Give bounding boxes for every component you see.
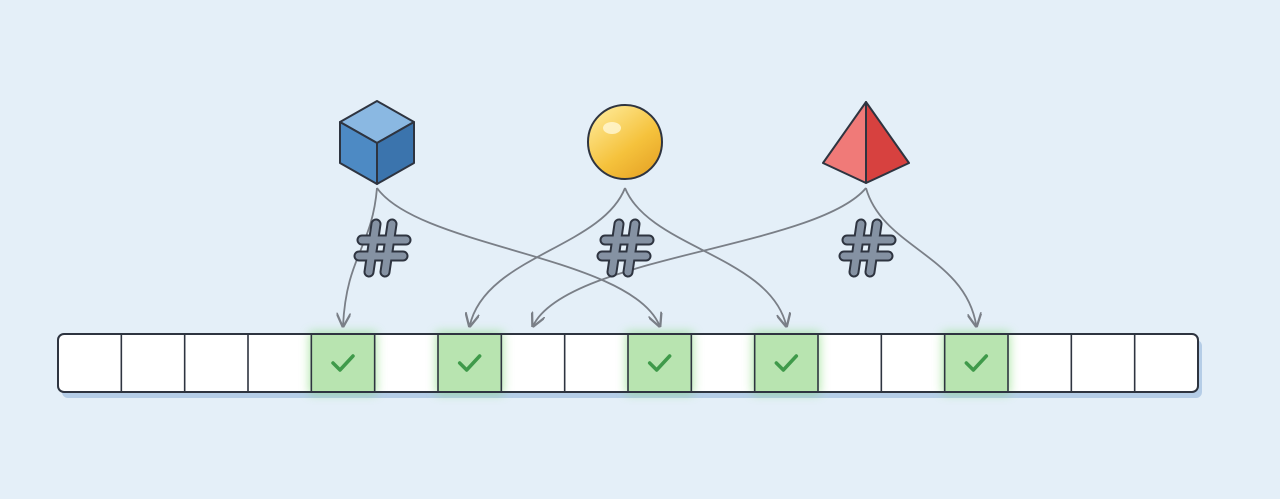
bit-cell-set bbox=[436, 332, 504, 394]
check-icon bbox=[774, 354, 799, 372]
cube-icon bbox=[339, 100, 415, 185]
check-icon bbox=[457, 354, 482, 372]
sphere-icon bbox=[587, 104, 663, 180]
hash-arrows bbox=[343, 187, 976, 326]
bit-cell-set bbox=[309, 332, 377, 394]
pyramid-icon bbox=[822, 101, 910, 184]
hash-functions bbox=[353, 218, 897, 278]
hash-arrow bbox=[624, 187, 786, 326]
check-icon bbox=[964, 354, 989, 372]
hash-icon bbox=[838, 218, 897, 278]
hash-arrow bbox=[376, 187, 660, 326]
hash-arrow bbox=[470, 187, 626, 326]
hash-arrow bbox=[865, 187, 976, 326]
check-icon bbox=[331, 354, 355, 372]
bit-cell-set bbox=[626, 332, 694, 394]
hash-arrow bbox=[533, 187, 867, 326]
bit-cell-set bbox=[752, 332, 820, 394]
bit-array bbox=[57, 332, 1202, 398]
hash-icon bbox=[596, 218, 655, 278]
check-icon bbox=[647, 354, 672, 372]
hash-icon bbox=[353, 218, 412, 278]
bit-cell-set bbox=[942, 332, 1010, 394]
